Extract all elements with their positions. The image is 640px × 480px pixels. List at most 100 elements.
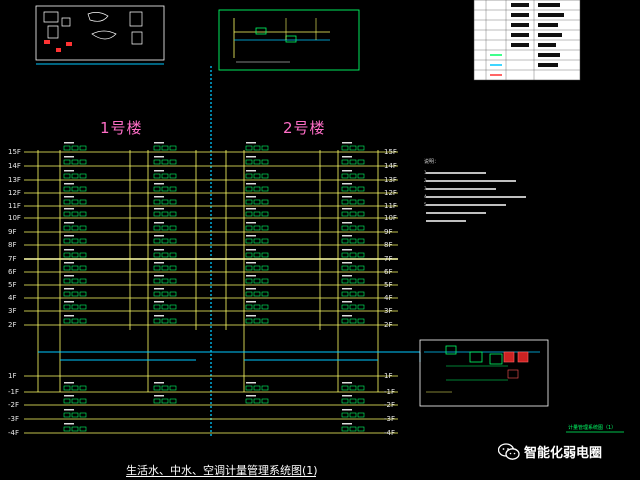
meter-tag bbox=[342, 249, 352, 251]
meter-group bbox=[245, 395, 269, 404]
meter-box bbox=[357, 173, 365, 179]
meter-box bbox=[79, 211, 87, 217]
meter-group bbox=[341, 423, 365, 432]
meter-group bbox=[153, 315, 177, 324]
meter-box bbox=[357, 211, 365, 217]
meter-tag bbox=[246, 170, 256, 172]
meter-box bbox=[357, 426, 365, 432]
floor-label-left: -3F bbox=[8, 415, 20, 423]
meter-tag bbox=[64, 235, 74, 237]
meter-box bbox=[253, 238, 261, 244]
meter-box bbox=[153, 398, 161, 404]
meter-group bbox=[63, 262, 87, 271]
floor-label-right: 4F bbox=[384, 294, 393, 302]
meter-box bbox=[253, 265, 261, 271]
meter-box bbox=[161, 278, 169, 284]
meter-box bbox=[349, 238, 357, 244]
floor-label-right: 13F bbox=[384, 176, 397, 184]
meter-box bbox=[341, 291, 349, 297]
floor-label-right: 9F bbox=[384, 228, 393, 236]
meter-group bbox=[245, 262, 269, 271]
meter-group bbox=[63, 183, 87, 192]
meter-group bbox=[245, 183, 269, 192]
meter-box bbox=[253, 211, 261, 217]
meter-tag bbox=[246, 301, 256, 303]
meter-box bbox=[79, 145, 87, 151]
meter-tag bbox=[246, 235, 256, 237]
meter-box bbox=[245, 199, 253, 205]
meter-box bbox=[169, 265, 177, 271]
meter-box bbox=[161, 173, 169, 179]
meter-box bbox=[261, 159, 269, 165]
meter-tag bbox=[154, 275, 164, 277]
meter-tag bbox=[246, 156, 256, 158]
meter-box bbox=[245, 291, 253, 297]
meter-box bbox=[253, 145, 261, 151]
meter-tag bbox=[246, 222, 256, 224]
meter-tag bbox=[154, 156, 164, 158]
meter-box bbox=[71, 252, 79, 258]
meter-tag bbox=[342, 315, 352, 317]
floor-label-left: 3F bbox=[8, 307, 17, 315]
meter-box bbox=[169, 291, 177, 297]
meter-box bbox=[71, 225, 79, 231]
meter-box bbox=[71, 426, 79, 432]
meter-tag bbox=[64, 423, 74, 425]
meter-box bbox=[161, 318, 169, 324]
meter-box bbox=[79, 398, 87, 404]
meter-box bbox=[341, 199, 349, 205]
drawing-title-underline bbox=[126, 476, 316, 477]
meter-group bbox=[153, 170, 177, 179]
meter-box bbox=[253, 278, 261, 284]
meter-tag bbox=[246, 382, 256, 384]
meter-box bbox=[253, 199, 261, 205]
meter-box bbox=[349, 225, 357, 231]
meter-box bbox=[349, 159, 357, 165]
floor-label-left: 2F bbox=[8, 321, 17, 329]
meter-box bbox=[79, 252, 87, 258]
meter-box bbox=[261, 173, 269, 179]
meter-box bbox=[357, 199, 365, 205]
floor-lines bbox=[24, 151, 398, 434]
meter-box bbox=[341, 252, 349, 258]
meter-box bbox=[79, 412, 87, 418]
floor-label-left: 4F bbox=[8, 294, 17, 302]
meter-box bbox=[161, 159, 169, 165]
meter-tag bbox=[64, 275, 74, 277]
meter-box bbox=[261, 145, 269, 151]
meter-box bbox=[357, 265, 365, 271]
meter-box bbox=[161, 238, 169, 244]
meter-box bbox=[161, 252, 169, 258]
meter-box bbox=[341, 304, 349, 310]
meter-box bbox=[71, 265, 79, 271]
meter-box bbox=[341, 426, 349, 432]
meter-box bbox=[349, 145, 357, 151]
meter-box bbox=[63, 173, 71, 179]
meter-box bbox=[153, 225, 161, 231]
meter-tag bbox=[246, 142, 256, 144]
meter-group bbox=[153, 262, 177, 271]
legend-table bbox=[473, 0, 581, 81]
meter-box bbox=[341, 173, 349, 179]
floor-label-left: 15F bbox=[8, 148, 21, 156]
meter-box bbox=[261, 291, 269, 297]
meter-tag bbox=[246, 315, 256, 317]
meter-group bbox=[153, 288, 177, 297]
meter-box bbox=[349, 304, 357, 310]
meter-box bbox=[79, 385, 87, 391]
meter-group bbox=[153, 222, 177, 231]
meter-box bbox=[169, 173, 177, 179]
meter-box bbox=[63, 291, 71, 297]
meter-box bbox=[245, 211, 253, 217]
meter-tag bbox=[64, 395, 74, 397]
meter-box bbox=[357, 252, 365, 258]
meter-group bbox=[245, 156, 269, 165]
meter-box bbox=[341, 385, 349, 391]
meter-box bbox=[253, 385, 261, 391]
floor-label-right: 7F bbox=[384, 255, 393, 263]
meter-box bbox=[71, 291, 79, 297]
meter-box bbox=[71, 304, 79, 310]
meter-box bbox=[153, 199, 161, 205]
meter-group bbox=[63, 170, 87, 179]
